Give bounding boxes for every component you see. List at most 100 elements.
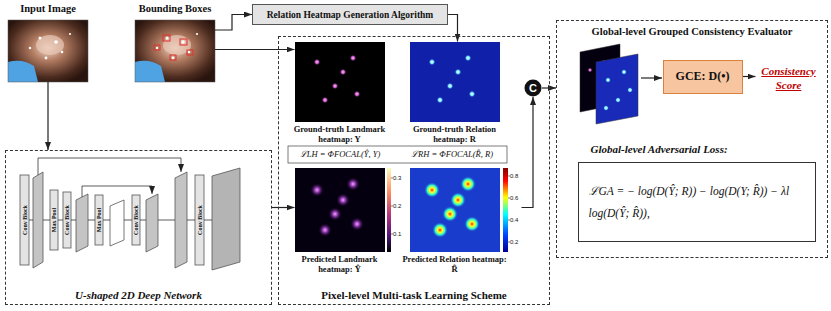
pred-relation-heatmap	[503, 168, 508, 252]
unet-illustration	[71, 220, 76, 221]
flow-arrow	[215, 15, 252, 31]
loss-formula-frame	[288, 146, 507, 163]
unet-illustration	[124, 220, 132, 221]
tick-label: 0.6	[510, 194, 518, 202]
unet-illustration	[110, 200, 124, 246]
module-group: Global-level Grouped Consistency Evaluat…	[556, 20, 828, 258]
unet-illustration	[63, 192, 71, 248]
node-text: ℒGA = − log(D(Ŷ; R)) − log(D(Y; R̂)) − λ…	[579, 180, 815, 224]
heatmap-panel: Ground-truth Landmark heatmap: Y	[295, 42, 385, 122]
stacked-heatmaps	[580, 44, 662, 124]
heatmap-panel: Predicted Landmark heatmap: Ŷ	[295, 168, 405, 252]
unet-illustration	[212, 168, 240, 270]
pred-landmark-heatmap	[387, 168, 391, 252]
discriminator-box: GCE: D(•)	[663, 60, 743, 94]
flow-arrow	[272, 207, 295, 208]
flow-arrow	[522, 97, 534, 208]
flow-arrow	[47, 82, 48, 150]
flow-arrow	[542, 87, 556, 88]
gt-landmark-heatmap	[322, 97, 329, 104]
endoscopic-image	[54, 40, 58, 44]
endoscopic-image	[36, 35, 64, 55]
unet-illustration	[175, 172, 187, 268]
node-text: Ground-truth Landmark heatmap: Y	[285, 124, 395, 144]
node-text: Input Image	[0, 3, 98, 14]
block-label: Conv Block	[63, 193, 71, 247]
pred-relation-heatmap	[432, 222, 448, 238]
tick-label: 0.2	[510, 238, 518, 246]
gt-relation-heatmap	[447, 83, 454, 90]
node-text: Global-level Grouped Consistency Evaluat…	[557, 26, 827, 37]
unet-illustration	[95, 195, 103, 245]
bounding-box-marks	[163, 35, 170, 41]
unet-illustration	[20, 158, 240, 270]
pred-landmark-heatmap	[295, 168, 393, 252]
gt-relation-heatmap	[465, 55, 472, 62]
node-text: Predicted Relation heatmap: R̂	[400, 254, 510, 274]
pred-relation-heatmap	[410, 168, 500, 252]
node-text: Bounding Boxes	[125, 3, 225, 14]
unet-illustration	[76, 194, 88, 252]
gt-relation-heatmap	[469, 91, 476, 98]
stacked-heatmaps	[615, 97, 621, 103]
loss-box: Global-level Adversarial Loss:ℒGA = − lo…	[578, 162, 816, 242]
pred-relation-heatmap	[508, 176, 510, 177]
stacked-heatmaps	[605, 77, 611, 83]
node-text: GCE: D(•)	[676, 69, 730, 84]
pred-landmark-heatmap	[391, 178, 393, 179]
unet-illustration	[132, 195, 140, 245]
stacked-heatmaps	[621, 69, 627, 75]
tick-label: 0.4	[510, 216, 518, 224]
flow-arrow	[215, 49, 295, 50]
block-label: Max Pool	[95, 196, 103, 244]
pred-landmark-heatmap	[350, 217, 364, 231]
bounding-box-marks	[187, 50, 193, 55]
pred-relation-heatmap	[460, 176, 476, 192]
module-group: Pixel-level Multi-task Learning Scheme Gr…	[278, 36, 550, 305]
stacked-heatmaps	[627, 87, 633, 93]
gt-relation-heatmap	[410, 42, 500, 122]
tick-label: 0.3	[393, 174, 401, 182]
gt-landmark-heatmap	[340, 69, 347, 76]
gt-landmark-heatmap	[332, 83, 339, 90]
endoscopic-image	[29, 47, 31, 49]
stacked-heatmaps	[596, 54, 638, 124]
flow-arrow	[448, 15, 458, 42]
node-text: Ground-truth Relation heatmap: R	[400, 124, 510, 144]
node-text: U-shaped 2D Deep Network	[6, 289, 271, 301]
pred-relation-heatmap	[508, 242, 510, 243]
formula-label: ℒRH = ΦFOCAL(R̂, R)	[400, 147, 504, 162]
output-text: Consistency Score	[756, 60, 822, 96]
pred-landmark-heatmap	[310, 183, 324, 197]
endoscopic-image	[39, 37, 42, 40]
block-label: Conv Block	[21, 176, 29, 264]
block-label: Conv Block	[196, 176, 204, 264]
gt-relation-heatmap	[455, 69, 462, 76]
pred-landmark-heatmap	[295, 168, 385, 252]
pred-relation-heatmap	[464, 216, 480, 232]
unet-illustration	[50, 190, 58, 250]
concat-circle: C	[524, 79, 542, 97]
node-text: Pixel-level Multi-task Learning Scheme	[279, 289, 549, 301]
node-text: C	[529, 83, 537, 94]
stacked-heatmaps	[588, 68, 593, 73]
stacked-heatmaps	[641, 77, 662, 78]
unet-illustration	[146, 194, 158, 252]
gt-landmark-heatmap	[350, 55, 357, 62]
unet-illustration	[88, 220, 95, 221]
pred-relation-heatmap	[424, 182, 440, 198]
unet-illustration	[38, 158, 181, 175]
unet-illustration	[187, 220, 195, 221]
gt-relation-heatmap	[410, 42, 500, 122]
bounding-box-marks	[154, 45, 160, 50]
pred-relation-heatmap	[442, 206, 458, 222]
unet-illustration	[140, 220, 146, 221]
unet-illustration	[158, 220, 175, 221]
unet-illustration	[43, 220, 50, 221]
unet-illustration	[204, 220, 212, 221]
pred-landmark-heatmap	[391, 234, 393, 235]
stacked-heatmaps	[603, 105, 609, 111]
endoscopic-image	[69, 33, 71, 35]
